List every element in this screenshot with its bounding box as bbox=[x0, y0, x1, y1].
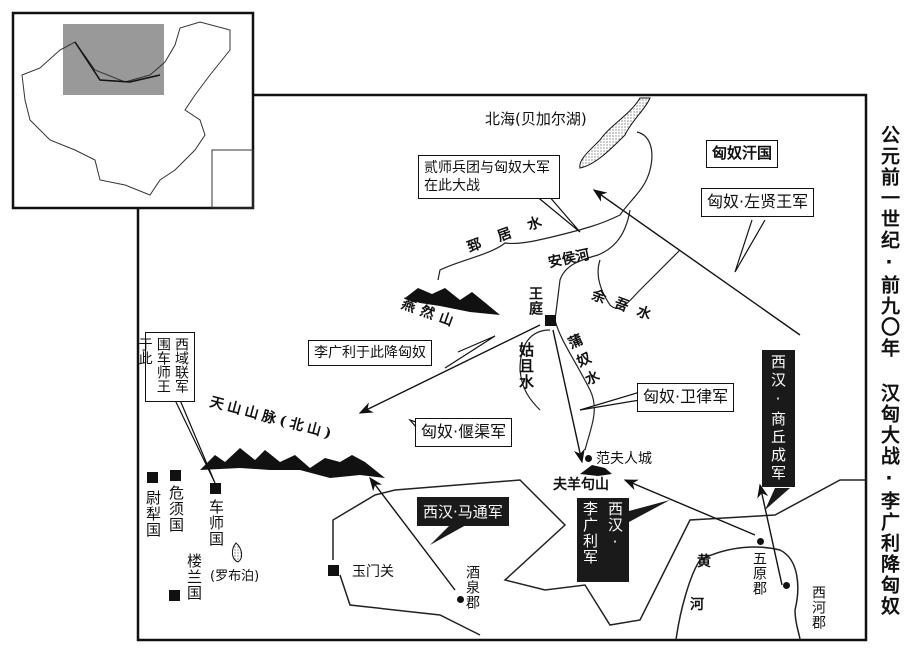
label-weixu: 危须国 bbox=[167, 485, 185, 533]
label-shang-qiucheng-army: 西汉·商丘成军 bbox=[762, 350, 795, 487]
callout-left-wise-king-army: 匈奴·左贤王军 bbox=[701, 188, 815, 217]
label-li-guangli-army: 西汉· 李广利军 bbox=[577, 498, 629, 582]
label-jiuquan: 酒泉郡 bbox=[464, 565, 480, 610]
marker-jushi bbox=[210, 483, 221, 494]
map-frame bbox=[136, 93, 868, 642]
mountain-fuyangju: 夫羊句山 bbox=[553, 477, 609, 493]
callout-jushi-siege: 西域联军围车师王于此 bbox=[137, 332, 195, 402]
marker-wuyuan bbox=[757, 538, 764, 545]
label-yumen: 玉门关 bbox=[352, 564, 394, 580]
marker-xihe bbox=[783, 582, 790, 589]
label-jushi: 车师国 bbox=[207, 499, 225, 547]
mountains bbox=[200, 288, 612, 478]
river-guqie: 姑且水 bbox=[517, 342, 535, 390]
river-huanghe-1: 黄 bbox=[697, 554, 711, 570]
label-xiongnu-state: 匈奴汗国 bbox=[706, 140, 779, 168]
callout-surrender: 李广利于此降匈奴 bbox=[308, 340, 432, 367]
callout-weilv-army: 匈奴·卫律军 bbox=[637, 383, 735, 412]
marker-fanfuren bbox=[585, 455, 592, 462]
marker-yumen bbox=[328, 565, 339, 576]
label-fanfuren: 范夫人城 bbox=[596, 451, 652, 467]
label-weili: 尉犁国 bbox=[144, 490, 162, 538]
marker-loulan bbox=[169, 590, 180, 601]
callout-battle: 贰师兵团与匈奴大军在此大战 bbox=[418, 155, 560, 200]
label-loulan: 楼兰国 bbox=[185, 553, 203, 601]
label-lop-nur: (罗布泊) bbox=[210, 569, 260, 584]
marker-jiuquan bbox=[457, 596, 464, 603]
label-wuyuan: 五原郡 bbox=[751, 551, 767, 596]
label-xihe: 西河郡 bbox=[810, 585, 826, 630]
li-guangli-army-line1: 西汉· bbox=[606, 501, 624, 552]
li-guangli-army-line2: 李广利军 bbox=[581, 501, 599, 565]
label-wangting: 王庭 bbox=[527, 286, 543, 316]
marker-weili bbox=[147, 472, 158, 483]
inset-china-map bbox=[11, 11, 255, 210]
map-title: 公元前一世纪·前九〇年 汉匈大战·李广利降匈奴 bbox=[878, 125, 900, 617]
label-ma-tong-army: 西汉·马通军 bbox=[417, 497, 509, 526]
river-huanghe-2: 河 bbox=[690, 597, 704, 613]
callout-yanqu-army: 匈奴·偃渠军 bbox=[415, 418, 513, 447]
marker-wangting bbox=[545, 315, 556, 326]
marker-weixu bbox=[170, 470, 181, 481]
label-baikal: 北海(贝加尔湖) bbox=[485, 110, 587, 128]
